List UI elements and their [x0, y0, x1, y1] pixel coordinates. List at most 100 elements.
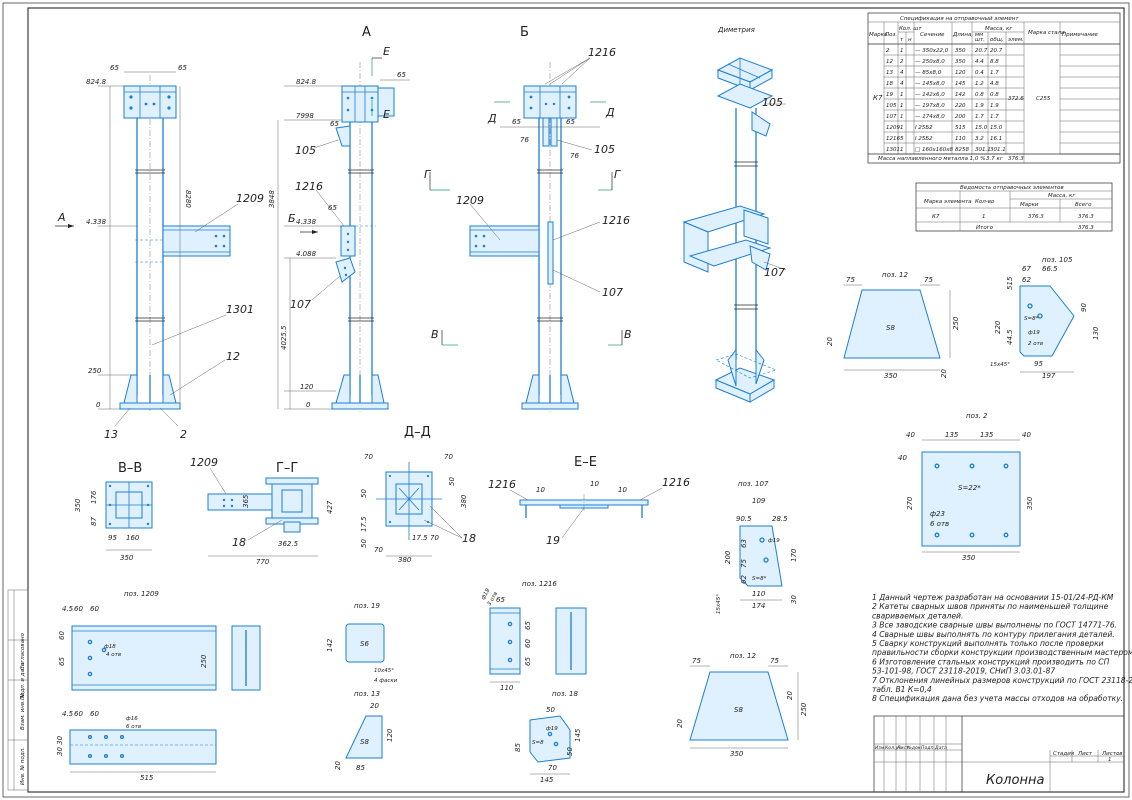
pos-13-front: 13	[104, 428, 118, 441]
vedomost-table: Ведомость отправочных элементов Марка эл…	[915, 182, 1113, 232]
spec-cell: 1.9	[975, 103, 984, 109]
p19-title: поз. 19	[354, 602, 380, 610]
p1216-65c: 65	[524, 657, 532, 666]
pos-107-A: 107	[290, 298, 311, 311]
dim-A-65-105: 65	[330, 120, 339, 128]
gg-427: 427	[326, 500, 334, 514]
spec-cell: 1	[900, 125, 904, 131]
tb-name: Колонна	[986, 773, 1044, 788]
p12b-20a: 20	[676, 719, 684, 728]
spec-mark: К7	[873, 94, 883, 102]
mark-V-right: В	[624, 328, 632, 341]
ved-h-marki: Марки	[1020, 202, 1039, 208]
pos-1301-front: 1301	[226, 303, 254, 316]
dd-50a: 50	[360, 489, 368, 498]
ved-h-kol: Кол-во	[975, 199, 995, 205]
mark-A: А	[57, 211, 66, 224]
pos-1216-B: 1216	[602, 214, 630, 227]
mark-D-right: Д	[605, 106, 615, 119]
beam-1209	[162, 225, 231, 257]
p12-350: 350	[884, 372, 898, 380]
elev-250: 250	[88, 367, 102, 375]
plate-pos1209: поз. 1209 ф18 4 отв 4.5 60 60 60 65 250 …	[56, 590, 261, 782]
spec-cell: 1.7	[990, 114, 999, 120]
spec-cell: 20.7	[975, 48, 988, 54]
dim-A-65-mid: 65	[328, 204, 337, 212]
p105-220: 220	[994, 320, 1002, 334]
pos-105-B: 105	[594, 143, 615, 156]
spec-cell: 1209	[886, 125, 900, 131]
pos-105-dim: 105	[762, 96, 783, 109]
spec-cell: 4.8	[990, 81, 999, 87]
spec-h-elem: элем.	[1008, 37, 1024, 43]
dim-A-65-top: 65	[397, 71, 406, 79]
elev-A-4338: 4.338	[296, 218, 317, 226]
tb-col-label: Лист	[896, 745, 909, 751]
p1209-45a: 4.5	[62, 605, 74, 613]
cut-EE: Е–Е 1216 1216 10 10 10 19	[488, 455, 690, 547]
note-line: 8 Спецификация дана без учета массы отхо…	[872, 694, 1123, 703]
vv-350: 350	[120, 554, 134, 562]
plate-pos12-bottom: поз. 12 S8 75 75 250 20 20 350	[676, 652, 808, 758]
spec-cell: 16.1	[990, 136, 1002, 142]
tb-col-label: Изм.	[875, 745, 886, 751]
spec-h-n: н	[908, 37, 912, 43]
spec-cell: 220	[955, 103, 966, 109]
p1209-holes2: 6 отв	[126, 724, 141, 730]
pos-12-front: 12	[226, 350, 240, 363]
spec-cell: I 25Б2	[915, 125, 933, 131]
ved-row-total: 376.3	[1078, 214, 1094, 220]
p18-title: поз. 18	[552, 690, 578, 698]
spec-cell: 20.7	[990, 48, 1003, 54]
dim-B-65a: 65	[512, 118, 521, 126]
cut-DD-title: Д–Д	[404, 425, 431, 440]
spec-cell: — 350х22,0	[915, 48, 949, 54]
dd-380: 380	[398, 556, 412, 564]
pos-107-dim: 107	[764, 266, 785, 279]
spec-cell: 515	[955, 125, 966, 131]
mark-E-top: Е	[383, 45, 390, 58]
spec-cell: 8258	[955, 147, 969, 153]
p107-200: 200	[724, 550, 732, 564]
p1209-title: поз. 1209	[124, 590, 159, 598]
p1216-60a: 60	[524, 639, 532, 648]
p13-S: S8	[360, 738, 369, 746]
vv-176: 176	[90, 490, 98, 504]
spec-cell: I 25Б2	[915, 136, 933, 142]
spec-cell: 1.9	[990, 103, 999, 109]
p107-hole: ф19	[768, 538, 780, 544]
column-view-A: А 824.8 7998	[268, 25, 410, 412]
ee-pos-1216b: 1216	[662, 476, 690, 489]
spec-cell: 301.1	[975, 147, 991, 153]
p107-75: 75	[740, 559, 748, 568]
p105-62: 62	[1022, 276, 1031, 284]
pos-1216-A: 1216	[295, 180, 323, 193]
p12-250: 250	[952, 316, 960, 330]
stamp-podp: Подп. и дата	[20, 662, 26, 700]
spec-cell: — 250х8,0	[915, 59, 945, 65]
p13-85: 85	[356, 764, 365, 772]
p105-90: 90	[1080, 303, 1088, 312]
p18-145v: 145	[574, 728, 582, 742]
p2-40b: 40	[1022, 431, 1031, 439]
p1216-title: поз. 1216	[522, 580, 557, 588]
spec-cell: 8.8	[990, 59, 999, 65]
p1216-65b: 65	[524, 621, 532, 630]
dd-50c: 50	[448, 477, 456, 486]
p1209-65: 65	[58, 657, 66, 666]
dim-B-65b: 65	[566, 118, 575, 126]
dim-65-right: 65	[178, 64, 187, 72]
dim-B-76a: 76	[520, 136, 529, 144]
pos-1216-B-top: 1216	[588, 46, 616, 59]
p12b-20b: 20	[786, 691, 794, 700]
ved-title: Ведомость отправочных элементов	[960, 185, 1064, 191]
p18-hole: ф19	[546, 726, 558, 732]
note-line: 5 Сварку конструкций выполнять только по…	[872, 639, 1104, 648]
p12b-75b: 75	[770, 657, 779, 665]
spec-cell: 301.1	[990, 147, 1006, 153]
gg-pos-1209: 1209	[190, 456, 218, 469]
dd-50b: 50	[360, 539, 368, 548]
spec-h-dl: Длина, мм	[952, 32, 983, 38]
p1209-3030: 30 30	[56, 735, 64, 756]
specification-table: Спецификация на отправочный элемент Марк…	[867, 12, 1121, 164]
